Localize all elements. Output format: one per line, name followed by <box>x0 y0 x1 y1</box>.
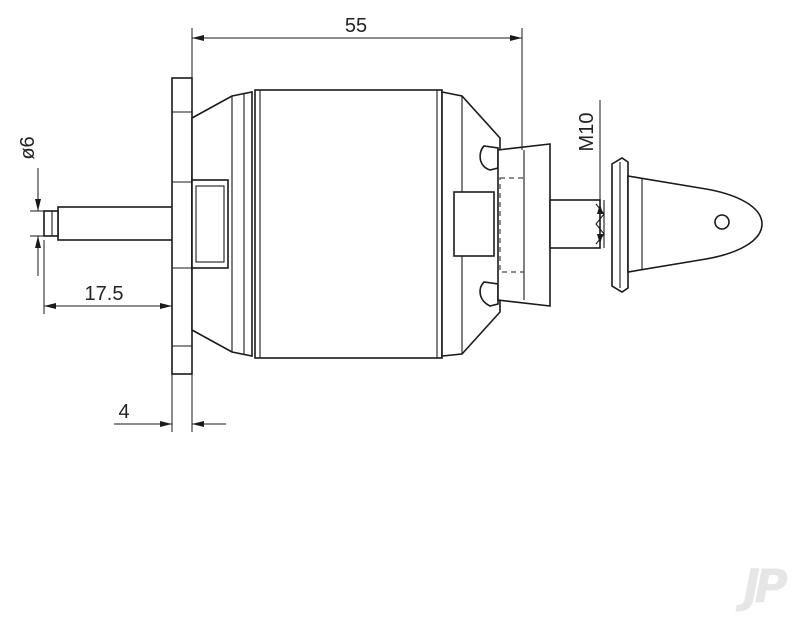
dimension-flange-thickness: 4 <box>114 374 226 432</box>
dimension-thread: M10 <box>576 100 603 244</box>
dimension-overall-length: 55 <box>191 15 523 150</box>
dimension-label-flange-thickness: 4 <box>118 401 129 423</box>
motor-can <box>254 89 443 359</box>
dimension-label-overall-length: 55 <box>345 15 367 37</box>
front-bell <box>441 91 501 357</box>
dimension-shaft-diameter: ø6 <box>17 136 52 276</box>
rear-shaft <box>43 206 175 241</box>
front-shaft <box>549 199 605 249</box>
mounting-flange <box>171 77 193 375</box>
dimension-label-shaft-length: 17.5 <box>85 283 124 305</box>
rear-collar <box>191 91 253 357</box>
dimension-label-thread: M10 <box>576 113 598 152</box>
brand-watermark-logo: JP <box>743 559 788 613</box>
prop-washer <box>611 157 629 293</box>
dimension-label-shaft-diameter: ø6 <box>17 136 39 159</box>
prop-adapter-base <box>497 143 551 307</box>
dimension-shaft-length: 17.5 <box>43 240 172 314</box>
spinner-cone <box>627 175 763 273</box>
